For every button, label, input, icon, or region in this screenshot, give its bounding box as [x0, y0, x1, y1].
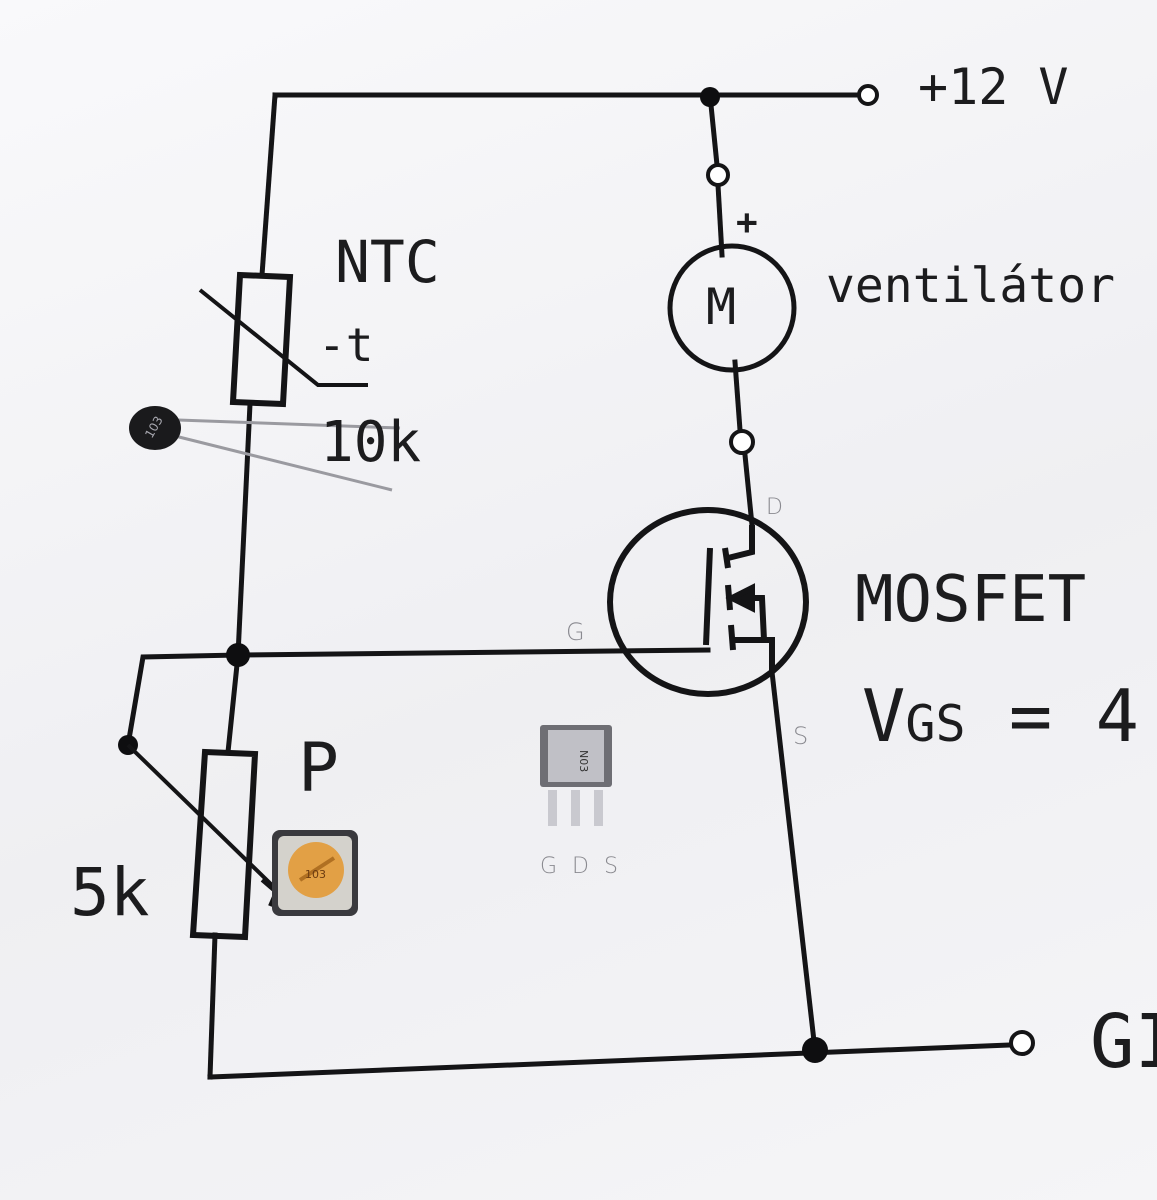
wire-left-top [259, 92, 278, 278]
supply-label: +12 V [918, 58, 1069, 116]
wire-gnd-rail [207, 1042, 1013, 1080]
pinout-annotation: G D S [540, 854, 622, 879]
fan-label: ventilátor [826, 258, 1115, 314]
ntc-label: NTC [335, 228, 440, 296]
wire-to-drain [742, 452, 755, 528]
fan-plus-label: + [736, 202, 758, 243]
pot-value-label: 5k [70, 854, 150, 931]
thermistor-component: 103 [129, 406, 401, 492]
gnd-label: GI [1090, 999, 1157, 1085]
terminal-gnd [1009, 1030, 1035, 1056]
potentiometer [126, 743, 279, 941]
pot-label: P [298, 729, 339, 808]
terminal-supply [857, 84, 879, 106]
gate-annotation: G [566, 618, 585, 646]
ntc-resistor [198, 271, 368, 408]
wire-pot-wiper [125, 652, 241, 748]
wire-node-to-pot [225, 652, 241, 755]
terminal-fan-bottom [729, 429, 755, 455]
mosfet-label: MOSFET [855, 563, 1087, 637]
terminals [706, 84, 1035, 1056]
wire-pot-bottom [207, 932, 218, 1080]
motor-symbol [667, 243, 797, 373]
vgs-label: VGS = 4 [862, 680, 1139, 752]
motor-letter: M [706, 278, 737, 336]
mosfet-component: N03 [540, 725, 612, 826]
trimmer-marking: 103 [305, 868, 326, 881]
ntc-temp-label: -t [318, 318, 374, 372]
wire-fan-bottom [732, 359, 743, 433]
junction-gnd [802, 1037, 828, 1063]
wire-gate [235, 647, 711, 658]
mosfet-symbol [607, 507, 809, 697]
wire-fan-plus [715, 182, 725, 258]
vgs-sub: GS [905, 695, 966, 753]
source-annotation: S [793, 722, 809, 750]
vgs-rest: = 4 [965, 674, 1139, 758]
wire-top-rail [272, 92, 860, 99]
drain-annotation: D [766, 495, 783, 520]
mosfet-marking: N03 [577, 750, 590, 772]
junction-gate [226, 643, 250, 667]
terminal-fan-top [706, 163, 730, 187]
ntc-value-label: 10k [320, 410, 422, 475]
wire-source [769, 669, 818, 1053]
junction-top [700, 87, 720, 107]
wire-ntc-to-node [235, 401, 253, 658]
vgs-main: V [862, 674, 906, 758]
trimmer-component: 103 [272, 830, 358, 916]
junctions [118, 87, 828, 1063]
